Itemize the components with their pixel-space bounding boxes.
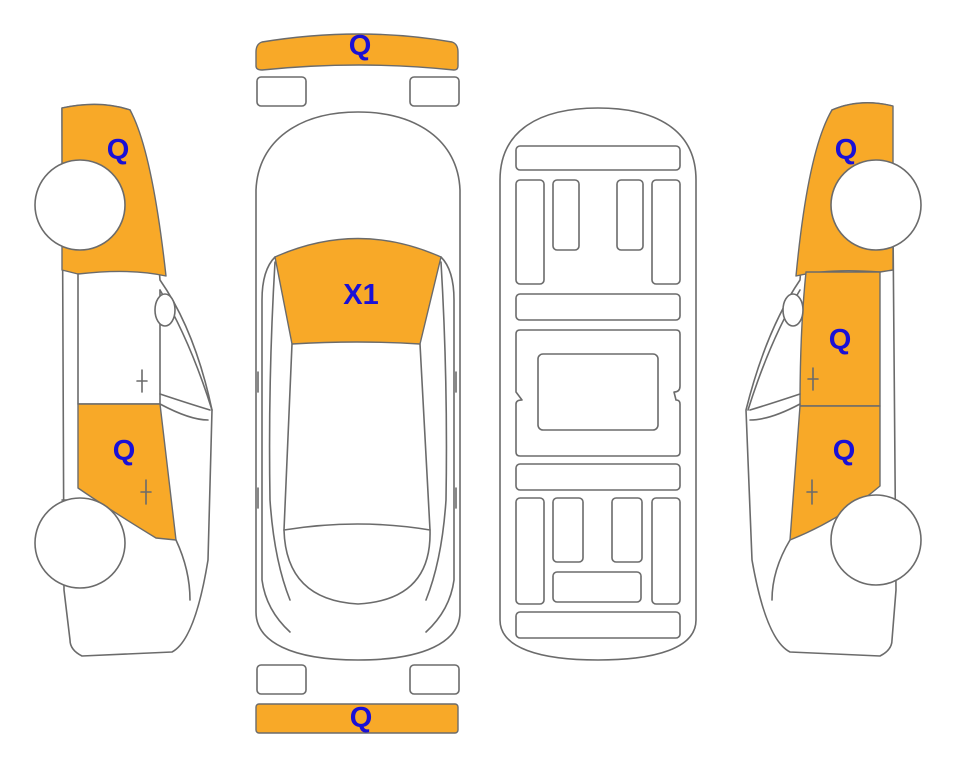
underbody-crossmember-1 [515, 293, 681, 321]
underbody-front-right-rail [651, 179, 681, 285]
left-rear-door-code: Q [113, 435, 136, 467]
underbody-front-right-inner [616, 179, 644, 251]
top-side-window-right [425, 261, 448, 601]
underbody-front-left-rail [515, 179, 545, 285]
right-front-handle [807, 367, 819, 391]
top-cabin-right-line [425, 256, 455, 633]
rear-bumper-group: Q [255, 664, 460, 734]
right-belt-line [749, 393, 801, 411]
left-belt-line [159, 393, 211, 411]
left-rear-handle [140, 479, 152, 505]
top-roof-right-line [419, 343, 431, 531]
right-front-wheel [830, 159, 922, 251]
underbody-view [499, 107, 697, 661]
underbody-crossmember-2 [515, 463, 681, 491]
left-front-fender-code: Q [107, 134, 130, 166]
front-bumper-group: Q [255, 30, 460, 107]
underbody-center-pan [537, 353, 659, 431]
left-mirror [154, 293, 176, 327]
top-cabin-left-line [261, 256, 291, 633]
front-right-headlight [409, 76, 460, 107]
rear-bumper-code: Q [350, 702, 373, 734]
left-rear-quarter [175, 539, 191, 601]
right-c-pillar [749, 403, 801, 421]
top-side-window-left [268, 261, 291, 601]
front-left-headlight [256, 76, 307, 107]
left-front-handle [136, 369, 148, 393]
underbody-rear-right-rail [651, 497, 681, 605]
underbody-rear-left-inner [552, 497, 584, 563]
underbody-front-left-inner [552, 179, 580, 251]
front-bumper-code: Q [349, 30, 372, 62]
right-rear-quarter [771, 539, 791, 601]
right-rear-door-code: Q [833, 435, 856, 467]
left-rear-door-panel[interactable] [77, 403, 177, 541]
underbody-rear-pan [552, 571, 642, 603]
right-front-door-code: Q [829, 324, 852, 356]
underbody-rear-right-inner [611, 497, 643, 563]
right-rear-handle [806, 479, 818, 505]
right-rear-wheel [830, 494, 922, 586]
left-c-pillar [159, 403, 209, 421]
top-roof-left-line [283, 343, 293, 531]
rear-right-taillight [409, 664, 460, 695]
underbody-rear-bar [515, 611, 681, 639]
right-side-view: Q Q Q [745, 102, 922, 657]
underbody-rear-left-rail [515, 497, 545, 605]
left-rear-wheel [34, 497, 126, 589]
rear-bumper-panel[interactable] [255, 703, 459, 734]
left-front-wheel [34, 159, 126, 251]
underbody-front-bar [515, 145, 681, 171]
rear-left-taillight [256, 664, 307, 695]
top-rear-window [283, 523, 431, 605]
left-side-view: Q Q [34, 103, 213, 657]
right-front-fender-code: Q [835, 134, 858, 166]
top-body-outline [255, 111, 461, 661]
windshield-code: X1 [343, 279, 378, 311]
right-mirror [782, 293, 804, 327]
top-view-car: X1 [255, 111, 461, 661]
front-bumper-panel[interactable] [255, 33, 459, 71]
